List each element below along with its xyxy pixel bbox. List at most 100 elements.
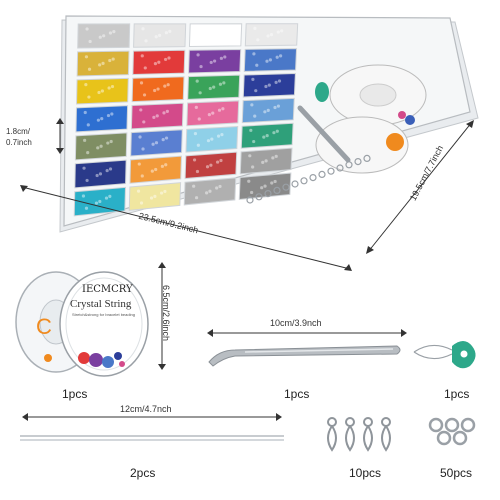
bead-compartment (133, 23, 187, 48)
bead-compartment (239, 147, 293, 175)
bead-highlight (277, 79, 282, 83)
bead-compartment (129, 155, 182, 184)
bead-highlight (195, 169, 200, 174)
finding-ring (345, 161, 353, 169)
bead-compartment (243, 48, 298, 72)
bead-highlight (196, 143, 200, 147)
bead-highlight (200, 38, 204, 42)
bead-highlight (84, 206, 89, 210)
bead-highlight (198, 91, 202, 95)
bead-highlight (252, 139, 256, 144)
bead-highlight (85, 178, 89, 183)
bead-highlight (149, 196, 154, 200)
bead-highlight (217, 108, 222, 112)
bead-highlight (104, 196, 109, 200)
spool-in-box-2 (315, 116, 409, 174)
crystal-string-spools: C (15, 271, 149, 377)
bead-highlight (163, 57, 168, 62)
bead-highlight (154, 141, 159, 145)
bead-highlight (252, 52, 256, 56)
bead-highlight (276, 104, 281, 108)
bead-highlight (88, 39, 92, 44)
bead-compartment (242, 73, 296, 98)
bead-highlight (154, 167, 158, 172)
bead-highlight (275, 129, 279, 133)
spools-quantity: 1pcs (62, 387, 88, 401)
bead-highlight (154, 35, 158, 39)
bead-highlight (274, 80, 278, 84)
bead-highlight (83, 138, 87, 142)
bead-highlight (278, 54, 283, 58)
bead-highlight (98, 199, 102, 204)
bead-highlight (223, 55, 227, 59)
bead-highlight (275, 55, 279, 59)
bead-highlight (256, 38, 260, 42)
bead-highlight (100, 117, 104, 121)
bead-highlight (253, 26, 257, 30)
bead-compartment (74, 132, 128, 161)
lobster-clasps (327, 417, 391, 452)
bead-highlight (196, 53, 200, 57)
bead-highlight (197, 26, 201, 31)
width-dimension-arrow (20, 185, 352, 271)
bead-highlight (159, 191, 164, 195)
bead-highlight (211, 111, 215, 115)
bead-highlight (108, 58, 112, 63)
bead-highlight (210, 34, 214, 38)
bead-highlight (265, 134, 269, 138)
bead-highlight (137, 162, 141, 166)
bead-compartment (76, 50, 130, 77)
bead-highlight (263, 184, 267, 188)
bead-highlight (139, 201, 144, 205)
bead-highlight (110, 112, 114, 116)
bead-highlight (96, 118, 100, 122)
jump-rings (428, 417, 476, 446)
bead-highlight (220, 133, 224, 137)
bead-compartment (75, 105, 129, 133)
bead-compartment (188, 23, 243, 48)
bead-compartment (74, 159, 127, 189)
finding-ring (255, 193, 263, 201)
finding-ring (273, 186, 281, 194)
bead-compartment (188, 48, 242, 74)
bead-highlight (110, 84, 115, 89)
bead-highlight (157, 60, 161, 64)
bead-highlight (97, 90, 101, 95)
bead-highlight (212, 85, 216, 89)
bead-highlight (158, 33, 162, 38)
bead-compartment (183, 177, 237, 206)
needle-length-label: 12cm/4.7nch (120, 404, 172, 414)
bead-highlight (108, 31, 113, 35)
bead-highlight (205, 165, 210, 169)
bead-highlight (164, 136, 169, 140)
bead-highlight (141, 147, 145, 151)
bead-highlight (87, 95, 91, 99)
bead-highlight (193, 132, 198, 136)
bead-highlight (270, 181, 274, 185)
bead-highlight (271, 156, 275, 160)
tweezers-quantity: 1pcs (284, 387, 310, 401)
bead-highlight (273, 179, 277, 184)
bead-highlight (222, 81, 226, 85)
bead-highlight (109, 139, 113, 144)
needle-dimension-arrow (22, 413, 282, 421)
bead-highlight (219, 56, 223, 60)
bead-highlight (152, 115, 156, 119)
bead-highlight (140, 54, 144, 58)
bead-highlight (208, 86, 212, 91)
bead-highlight (150, 169, 154, 173)
bead-highlight (138, 135, 142, 139)
bead-compartment (132, 49, 186, 75)
bead-highlight (195, 79, 199, 83)
bead-highlight (168, 29, 172, 33)
threader-quantity: 1pcs (444, 387, 470, 401)
bead-highlight (102, 34, 106, 38)
finding-ring (291, 180, 299, 188)
bead-highlight (153, 194, 157, 198)
bead-highlight (265, 59, 269, 63)
bead-highlight (262, 135, 266, 139)
bead-highlight (261, 160, 265, 164)
needle-threader-icon (413, 341, 476, 369)
bead-highlight (250, 103, 254, 107)
spool-subtitle: Stretch&strong for bracelet beading (72, 312, 135, 317)
